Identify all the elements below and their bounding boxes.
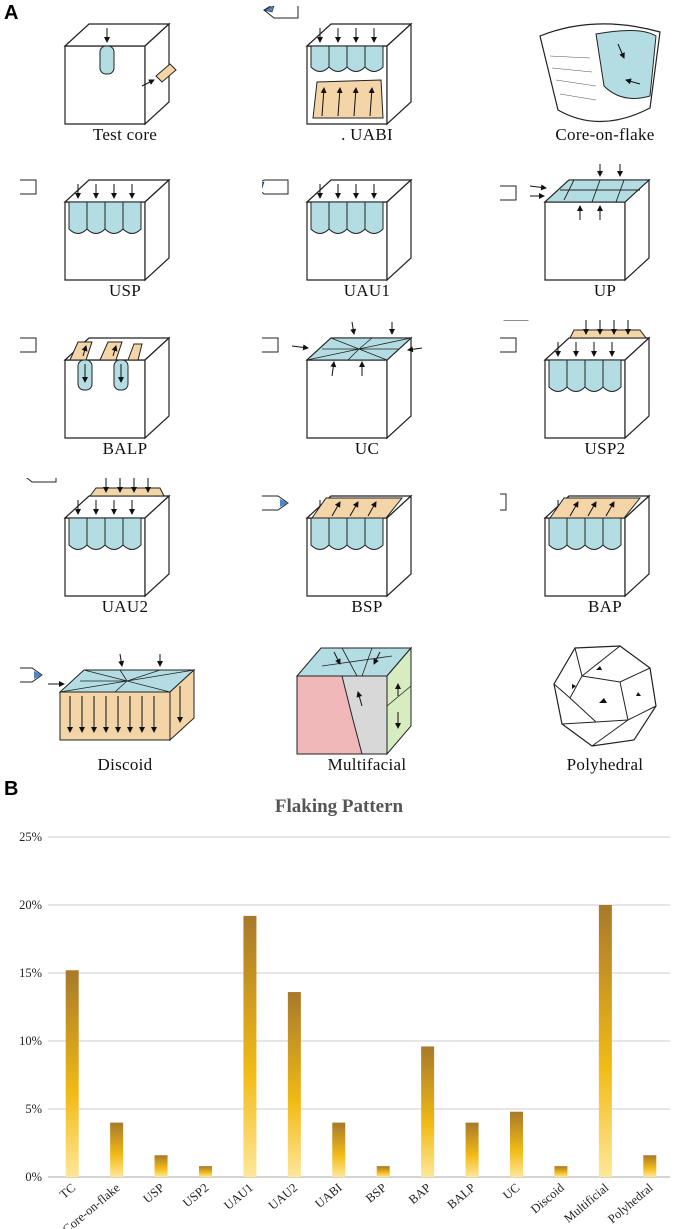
diagram-usp2-caption: USP2	[584, 439, 626, 458]
x-tick-label: BALP	[445, 1181, 479, 1212]
bar-bap	[421, 1046, 435, 1177]
x-tick-label: UAU1	[221, 1181, 256, 1213]
diagram-usp: USP	[20, 162, 230, 317]
diagram-uc-figure	[262, 321, 423, 440]
x-tick-label: UABI	[312, 1181, 344, 1211]
bar-uau1	[243, 915, 257, 1177]
bar-balp	[465, 1122, 479, 1177]
bar-usp	[154, 1155, 168, 1177]
diagram-uau1-figure	[262, 178, 413, 282]
diagram-up-caption: UP	[593, 281, 617, 300]
x-tick-label: UAU2	[266, 1181, 301, 1213]
diagram-uau1: UAU1	[262, 162, 472, 317]
chart-y-ticks: 0% 5% 10% 15% 20% 25%	[19, 830, 42, 1184]
diagram-usp2: USP2	[500, 320, 678, 475]
panel-a-letter: A	[4, 2, 19, 24]
diagram-usp2-figure	[500, 320, 651, 440]
diagram-uau2-figure	[26, 478, 171, 598]
x-tick-label: Multificial	[561, 1180, 611, 1225]
diagram-uc-caption: UC	[354, 439, 380, 458]
diagram-core-on-flake-figure	[539, 23, 661, 123]
y-tick-label: 5%	[25, 1102, 42, 1116]
bar-uau2	[287, 992, 301, 1177]
x-tick-label: BSP	[363, 1181, 389, 1206]
panel-b-letter: B	[4, 778, 19, 800]
y-tick-label: 0%	[25, 1170, 42, 1184]
diagram-test-core: Test core	[20, 6, 230, 161]
diagram-multifacial: Multifacial	[262, 636, 472, 791]
x-tick-label: USP2	[180, 1181, 211, 1210]
diagram-bsp-caption: BSP	[351, 597, 383, 616]
diagram-discoid: Discoid	[20, 636, 230, 791]
chart-gridlines	[48, 836, 670, 1178]
bar-uabi	[332, 1122, 346, 1177]
bar-usp2	[199, 1166, 212, 1177]
diagram-polyhedral: Polyhedral	[500, 636, 678, 791]
diagram-uabi-caption: . UABI	[341, 125, 393, 144]
diagram-discoid-figure	[20, 653, 196, 742]
chart-bars	[65, 905, 657, 1177]
diagram-uabi-figure	[263, 6, 413, 126]
diagram-up-figure	[500, 164, 651, 282]
diagram-bsp-figure	[262, 494, 413, 598]
diagram-multifacial-caption: Multifacial	[327, 755, 407, 774]
diagram-polyhedral-figure	[553, 645, 657, 747]
diagram-uau2-caption: UAU2	[101, 597, 149, 616]
diagram-uau2: UAU2	[20, 478, 230, 633]
diagram-bap: BAP	[500, 478, 678, 633]
diagram-up: UP	[500, 162, 678, 317]
y-tick-label: 25%	[19, 830, 42, 844]
chart-title: Flaking Pattern	[275, 796, 404, 817]
diagram-core-on-flake: Core-on-flake	[500, 6, 678, 161]
x-tick-label: UC	[500, 1181, 522, 1203]
diagram-balp-figure	[20, 336, 171, 440]
flaking-pattern-chart: Flaking Pattern 0%5%10%15%20%25% TCCore-…	[19, 796, 670, 1229]
diagram-uau1-caption: UAU1	[343, 281, 391, 300]
diagram-balp: BALP	[20, 320, 230, 475]
y-tick-label: 20%	[19, 898, 42, 912]
bar-polyhedral	[643, 1155, 657, 1177]
bar-uc	[510, 1111, 523, 1177]
diagram-test-core-figure	[63, 22, 177, 126]
bar-bsp	[376, 1166, 390, 1177]
diagram-multifacial-figure	[295, 646, 413, 756]
diagram-uc: UC	[262, 320, 472, 475]
diagram-uabi: . UABI	[262, 6, 472, 161]
bar-discoid	[554, 1166, 568, 1177]
diagram-bsp: BSP	[262, 478, 472, 633]
diagram-usp-figure	[20, 178, 171, 282]
y-tick-label: 10%	[19, 1034, 42, 1048]
x-tick-label: Discoid	[528, 1180, 567, 1216]
x-tick-label: Polyhedral	[605, 1180, 656, 1226]
bar-core-on-flake	[110, 1122, 124, 1177]
diagram-bap-caption: BAP	[588, 597, 622, 616]
diagram-balp-caption: BALP	[102, 439, 148, 458]
y-tick-label: 15%	[19, 966, 42, 980]
diagram-test-core-caption: Test core	[92, 125, 158, 144]
diagram-bap-figure	[500, 493, 651, 598]
diagram-discoid-caption: Discoid	[97, 755, 153, 774]
diagram-core-on-flake-caption: Core-on-flake	[555, 125, 655, 144]
bar-multificial	[598, 905, 612, 1177]
diagram-polyhedral-caption: Polyhedral	[566, 755, 644, 774]
x-tick-label: TC	[57, 1181, 78, 1202]
diagram-usp-caption: USP	[108, 281, 142, 300]
bar-tc	[65, 970, 79, 1177]
x-tick-label: BAP	[406, 1181, 434, 1207]
x-tick-label: USP	[140, 1181, 167, 1206]
